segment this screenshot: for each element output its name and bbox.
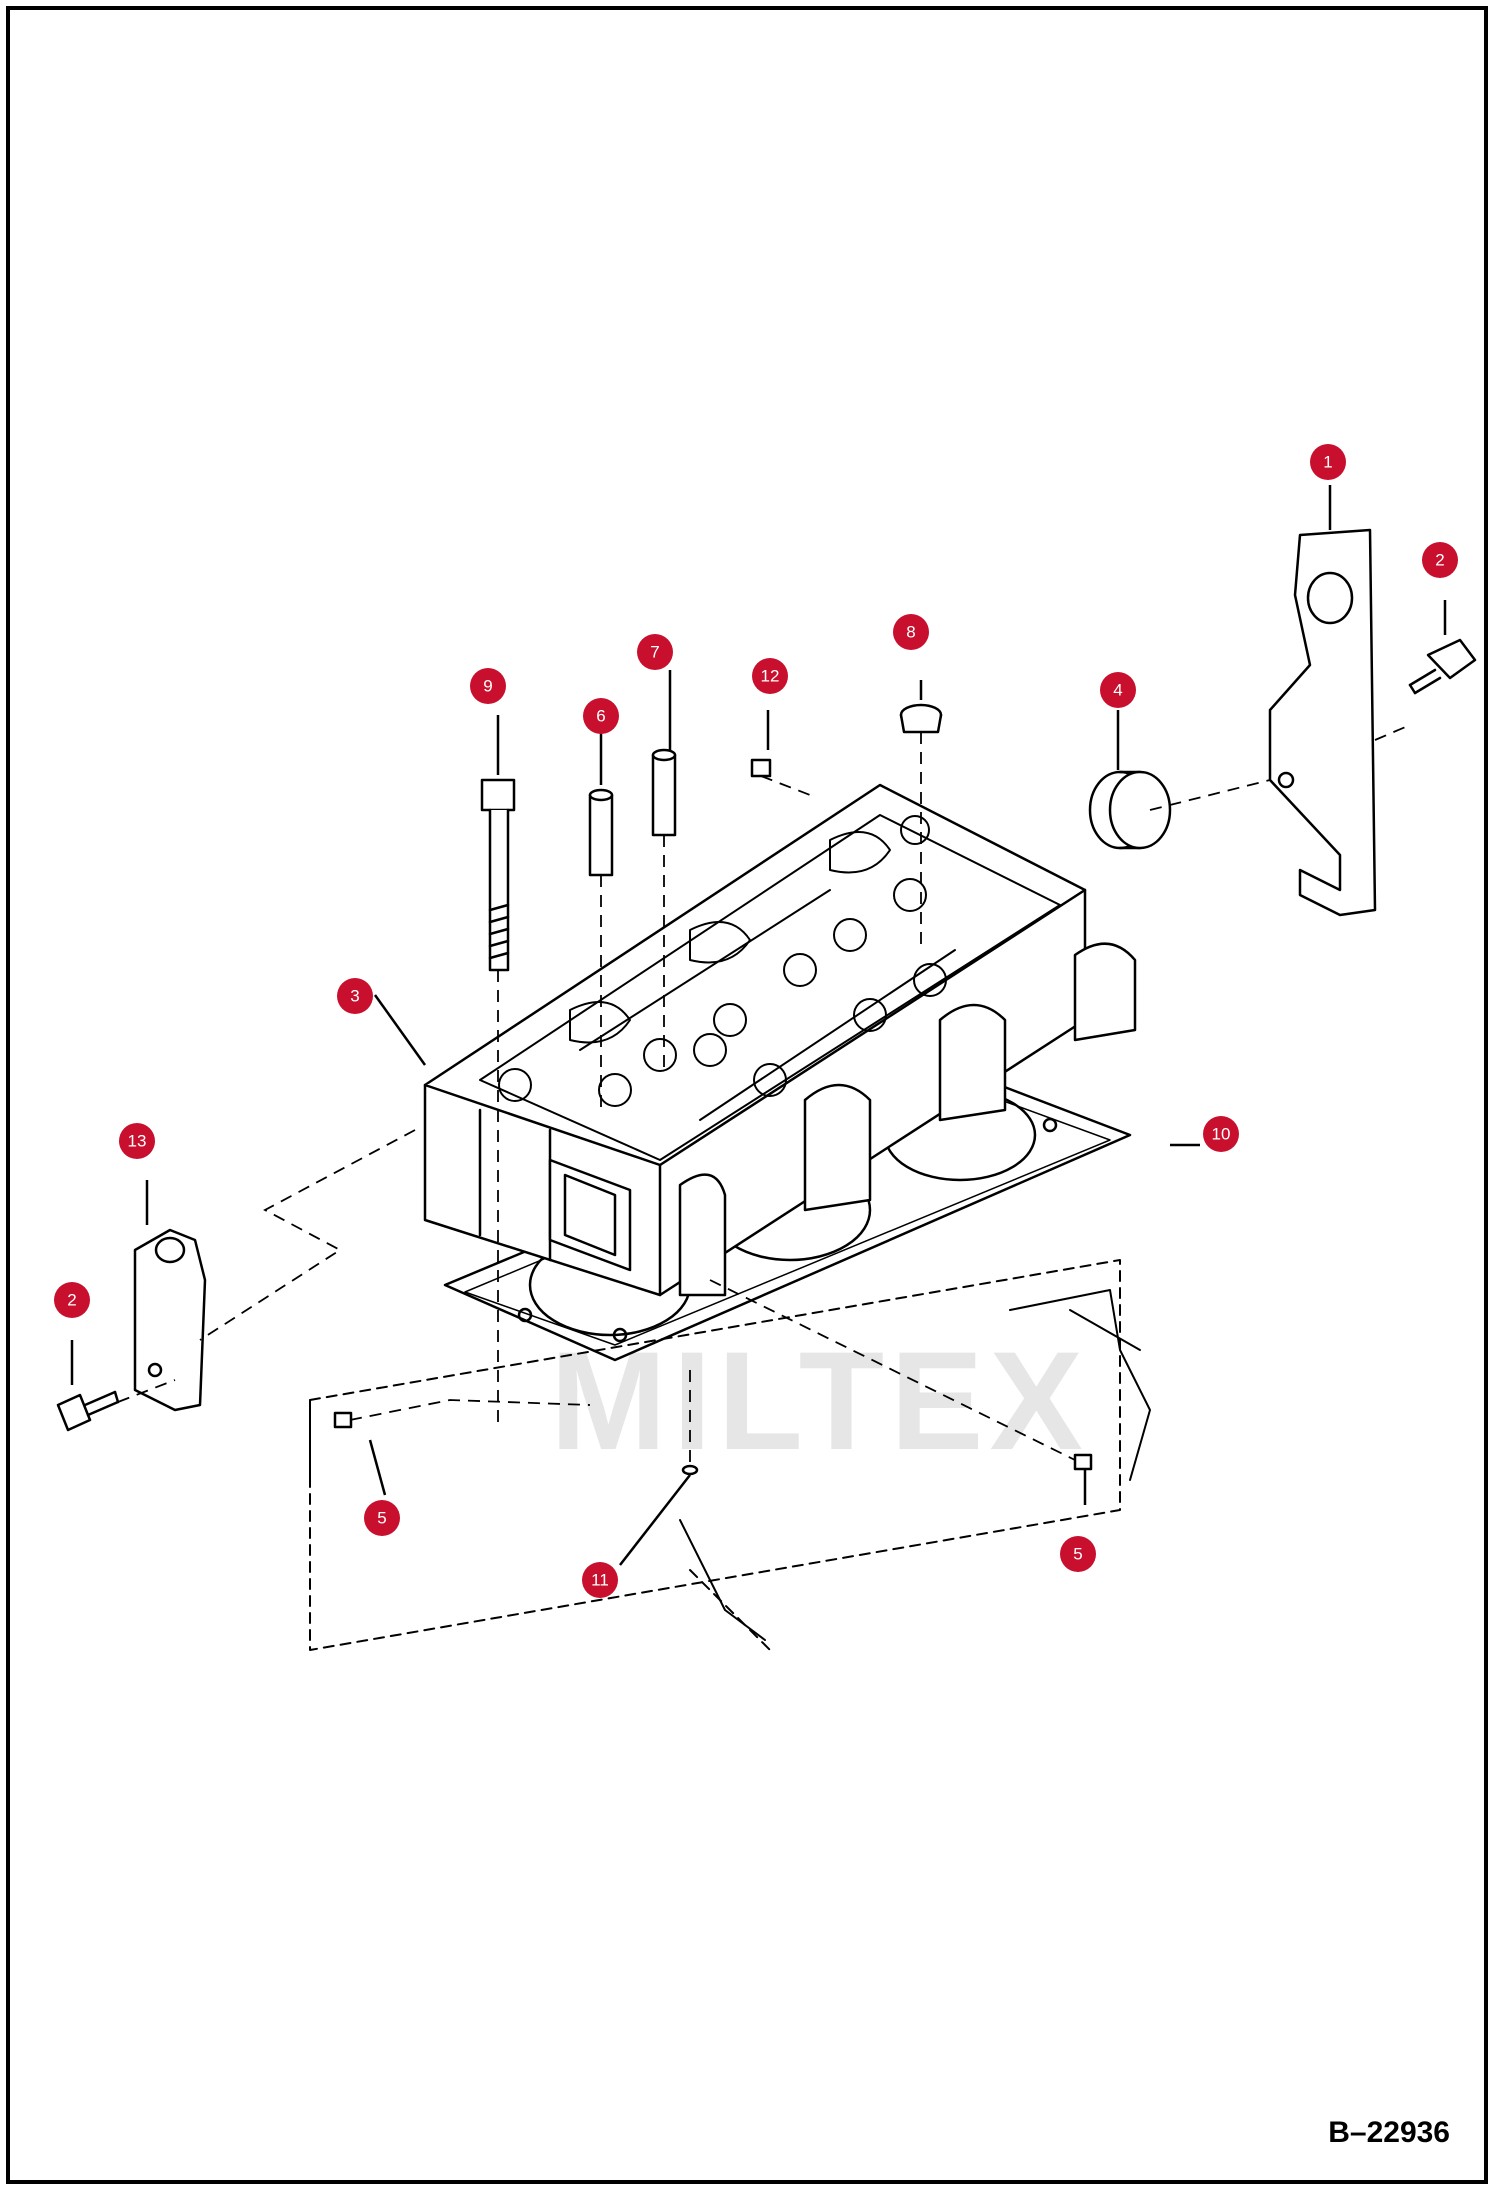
- callout-1: 1: [1310, 444, 1346, 480]
- svg-text:2: 2: [1435, 551, 1444, 570]
- callout-2: 2: [1422, 542, 1458, 578]
- engine-block-outline: [309, 1259, 1121, 1651]
- callout-7: 7: [637, 634, 673, 670]
- svg-text:11: 11: [591, 1571, 609, 1590]
- callout-11: 11: [582, 1562, 618, 1598]
- cylinder-head: [423, 783, 1087, 1297]
- stud-bolt: [333, 1411, 1093, 1471]
- svg-text:8: 8: [906, 623, 915, 642]
- callout-4: 4: [1100, 672, 1136, 708]
- svg-text:13: 13: [128, 1132, 147, 1151]
- bolt-left: [56, 1390, 120, 1432]
- svg-text:6: 6: [596, 707, 605, 726]
- svg-text:3: 3: [350, 987, 359, 1006]
- callouts: 1 2 2 3 4 5 5 6 7 8 9 10 11 12 13: [54, 444, 1458, 1598]
- cylinder-head-top-detail: [479, 814, 1061, 1161]
- callout-12: 12: [752, 658, 788, 694]
- svg-text:9: 9: [483, 677, 492, 696]
- svg-text:2: 2: [67, 1291, 76, 1310]
- head-bolt: [480, 778, 516, 972]
- exploded-view-diagram: 1 2 2 3 4 5 5 6 7 8 9 10 11 12 13: [54, 444, 1477, 1651]
- seal-cup: [899, 703, 943, 734]
- valve-guide: [588, 748, 677, 877]
- sealing-cap: [1088, 770, 1172, 850]
- svg-text:12: 12: [761, 667, 780, 686]
- plug: [750, 758, 772, 778]
- callout-5: 5: [1060, 1536, 1096, 1572]
- cylinder-head-ports: [548, 942, 1137, 1297]
- dowel-pin: [681, 1464, 699, 1476]
- drawing-frame: MILTEX: [6, 6, 1488, 2184]
- svg-text:7: 7: [650, 643, 659, 662]
- bolt-right: [1408, 638, 1477, 695]
- drawing-number: B–22936: [1328, 2116, 1450, 2149]
- svg-text:10: 10: [1212, 1125, 1231, 1144]
- callout-2: 2: [54, 1282, 90, 1318]
- callout-13: 13: [119, 1123, 155, 1159]
- callout-8: 8: [893, 614, 929, 650]
- callout-6: 6: [583, 698, 619, 734]
- engine-block: [679, 1289, 1151, 1641]
- callout-3: 3: [337, 978, 373, 1014]
- svg-text:1: 1: [1323, 453, 1332, 472]
- callout-10: 10: [1203, 1116, 1239, 1152]
- svg-text:5: 5: [1073, 1545, 1082, 1564]
- lifting-bracket-left: [133, 1228, 207, 1412]
- callout-5: 5: [364, 1500, 400, 1536]
- lifting-bracket-right: [1268, 528, 1377, 917]
- watermark: MILTEX: [550, 1322, 1089, 1479]
- svg-text:4: 4: [1113, 681, 1122, 700]
- callout-9: 9: [470, 668, 506, 704]
- svg-text:5: 5: [377, 1509, 386, 1528]
- assembly-lines: [117, 724, 1411, 1470]
